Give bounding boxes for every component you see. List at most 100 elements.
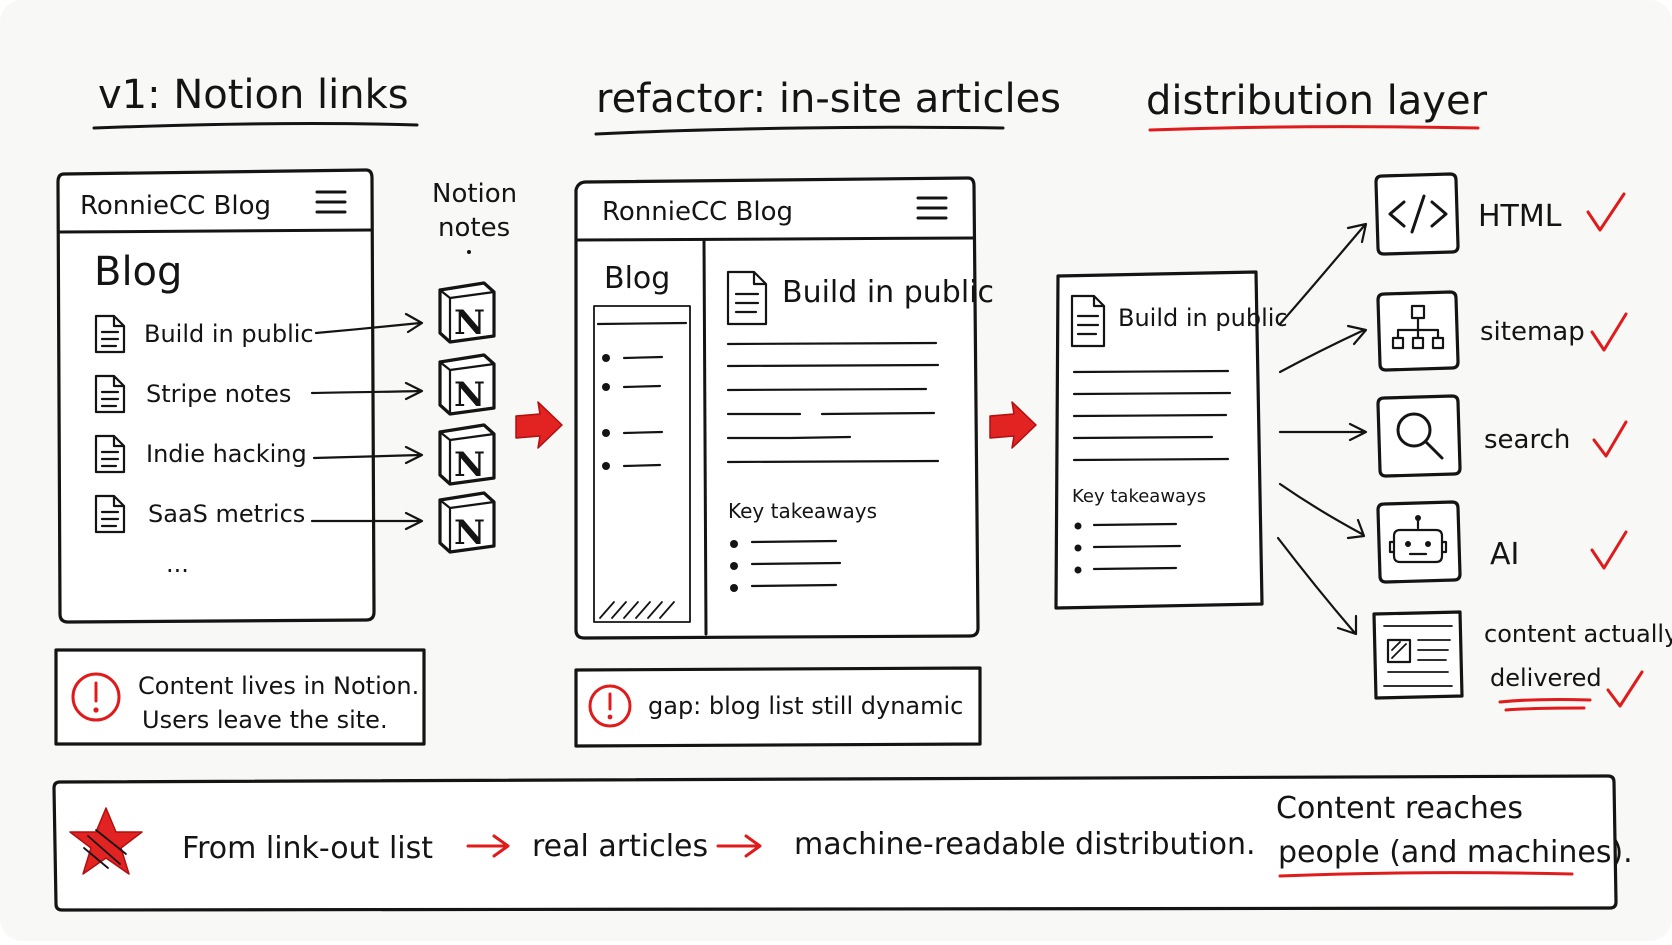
target-search: search <box>1376 394 1628 478</box>
red-check-icon <box>1586 192 1626 232</box>
takeaway-bullets <box>1074 522 1182 574</box>
warning-icon <box>588 684 632 728</box>
v1-warning-box <box>54 648 426 746</box>
v1-blog-header: RonnieCC Blog <box>80 191 271 221</box>
red-progress-arrow <box>989 401 1037 449</box>
column-v1: v1: Notion links RonnieCC Blog Blog Buil… <box>54 72 517 746</box>
target-label-line1: content actually <box>1484 620 1672 648</box>
doc-text-lines <box>1072 369 1232 462</box>
red-check-icon <box>1592 420 1628 458</box>
sidebar-divider <box>702 238 708 636</box>
target-label-line2: delivered <box>1490 664 1602 692</box>
summary-outcome-line2: people (and machines). <box>1278 835 1633 870</box>
target-html: HTML <box>1374 172 1626 256</box>
title-underline-red <box>1148 125 1480 132</box>
document-icon <box>726 270 768 326</box>
notion-logo-icon: N <box>438 423 496 486</box>
list-item[interactable]: SaaS metrics <box>94 494 305 534</box>
red-progress-arrow <box>515 401 563 449</box>
column-title-distribution: distribution layer <box>1146 78 1488 124</box>
v1-warning-line2: Users leave the site. <box>142 706 388 734</box>
summary-bar: From link-out list real articles machine… <box>52 774 1633 912</box>
distribution-arrows <box>1276 222 1368 636</box>
red-check-icon <box>1590 312 1628 352</box>
summary-outcome-line1: Content reaches <box>1276 791 1523 826</box>
notion-logo-icon: N <box>438 281 496 344</box>
list-item[interactable]: Stripe notes <box>94 374 291 414</box>
target-label: search <box>1484 425 1570 455</box>
sitemap-icon <box>1391 304 1445 350</box>
more-posts-ellipsis: ... <box>166 550 189 578</box>
refactor-article-title: Build in public <box>782 275 994 310</box>
column-title-v1: v1: Notion links <box>98 72 409 118</box>
document-icon <box>94 374 126 414</box>
list-item[interactable]: Build in public <box>94 314 314 354</box>
red-underline <box>1278 871 1574 878</box>
summary-step3: machine-readable distribution. <box>794 827 1256 862</box>
v1-blog-window <box>56 168 376 624</box>
red-arrow-icon <box>716 834 762 858</box>
list-item[interactable]: Indie hacking <box>94 434 307 474</box>
column-distribution: distribution layer Build in public Key t… <box>1054 78 1672 712</box>
hamburger-menu-icon[interactable] <box>315 190 347 214</box>
summary-step2: real articles <box>532 829 708 864</box>
v1-post-label: Indie hacking <box>146 440 307 468</box>
refactor-blog-header: RonnieCC Blog <box>602 197 793 227</box>
svg-text:N: N <box>454 513 485 553</box>
v1-warning-line1: Content lives in Notion. <box>138 672 419 700</box>
column-refactor: refactor: in-site articles RonnieCC Blog… <box>574 76 1061 748</box>
document-icon <box>94 434 126 474</box>
search-icon <box>1396 412 1444 460</box>
sidebar-hatching <box>599 601 675 619</box>
notion-label-line2: notes <box>438 213 510 243</box>
target-label: HTML <box>1478 199 1562 234</box>
v1-post-list: Build in public Stripe notes Indie hacki… <box>94 314 314 578</box>
distribution-doc-title: Build in public <box>1118 304 1288 332</box>
red-check-icon <box>1590 530 1628 570</box>
notion-logo-icon: N <box>438 353 496 416</box>
refactor-sidebar-heading: Blog <box>604 261 670 296</box>
label-dot <box>467 250 471 254</box>
target-ai: AI <box>1376 500 1628 584</box>
v1-blog-heading: Blog <box>94 249 182 295</box>
document-icon <box>1070 294 1106 348</box>
svg-text:N: N <box>454 445 485 485</box>
refactor-key-takeaways: Key takeaways <box>728 499 877 523</box>
title-underline <box>92 122 419 130</box>
hamburger-menu-icon[interactable] <box>916 196 948 220</box>
sidebar-rule <box>596 321 688 326</box>
code-icon <box>1388 194 1448 234</box>
star-icon <box>69 807 143 875</box>
target-delivered: content actually delivered <box>1372 610 1672 712</box>
v1-post-label: Stripe notes <box>146 380 291 408</box>
refactor-warning-box <box>574 666 982 748</box>
column-title-refactor: refactor: in-site articles <box>596 76 1061 122</box>
summary-step1: From link-out list <box>182 831 433 866</box>
document-icon <box>94 314 126 354</box>
document-icon <box>94 494 126 534</box>
sidebar-bullets <box>602 354 664 470</box>
window-header-divider <box>58 228 374 234</box>
red-arrow-icon <box>466 834 510 858</box>
title-underline <box>594 125 1005 136</box>
notion-logo-icon: N <box>438 491 496 554</box>
window-header-divider <box>576 236 976 242</box>
sidebar-list-panel <box>593 305 691 623</box>
svg-text:N: N <box>454 303 485 343</box>
red-underline <box>1498 697 1592 712</box>
refactor-warning-text: gap: blog list still dynamic <box>648 692 963 720</box>
refactor-site-window <box>574 176 980 640</box>
red-check-icon <box>1606 670 1644 708</box>
target-label: sitemap <box>1480 317 1585 347</box>
target-label: AI <box>1490 537 1519 572</box>
distribution-key-takeaways: Key takeaways <box>1072 486 1206 507</box>
warning-icon <box>71 672 121 722</box>
article-text-lines <box>726 341 940 464</box>
v1-post-label: Build in public <box>144 320 314 348</box>
v1-post-label: SaaS metrics <box>148 500 305 528</box>
svg-text:N: N <box>454 375 485 415</box>
link-out-arrows <box>310 312 424 531</box>
takeaway-bullets <box>730 539 842 592</box>
